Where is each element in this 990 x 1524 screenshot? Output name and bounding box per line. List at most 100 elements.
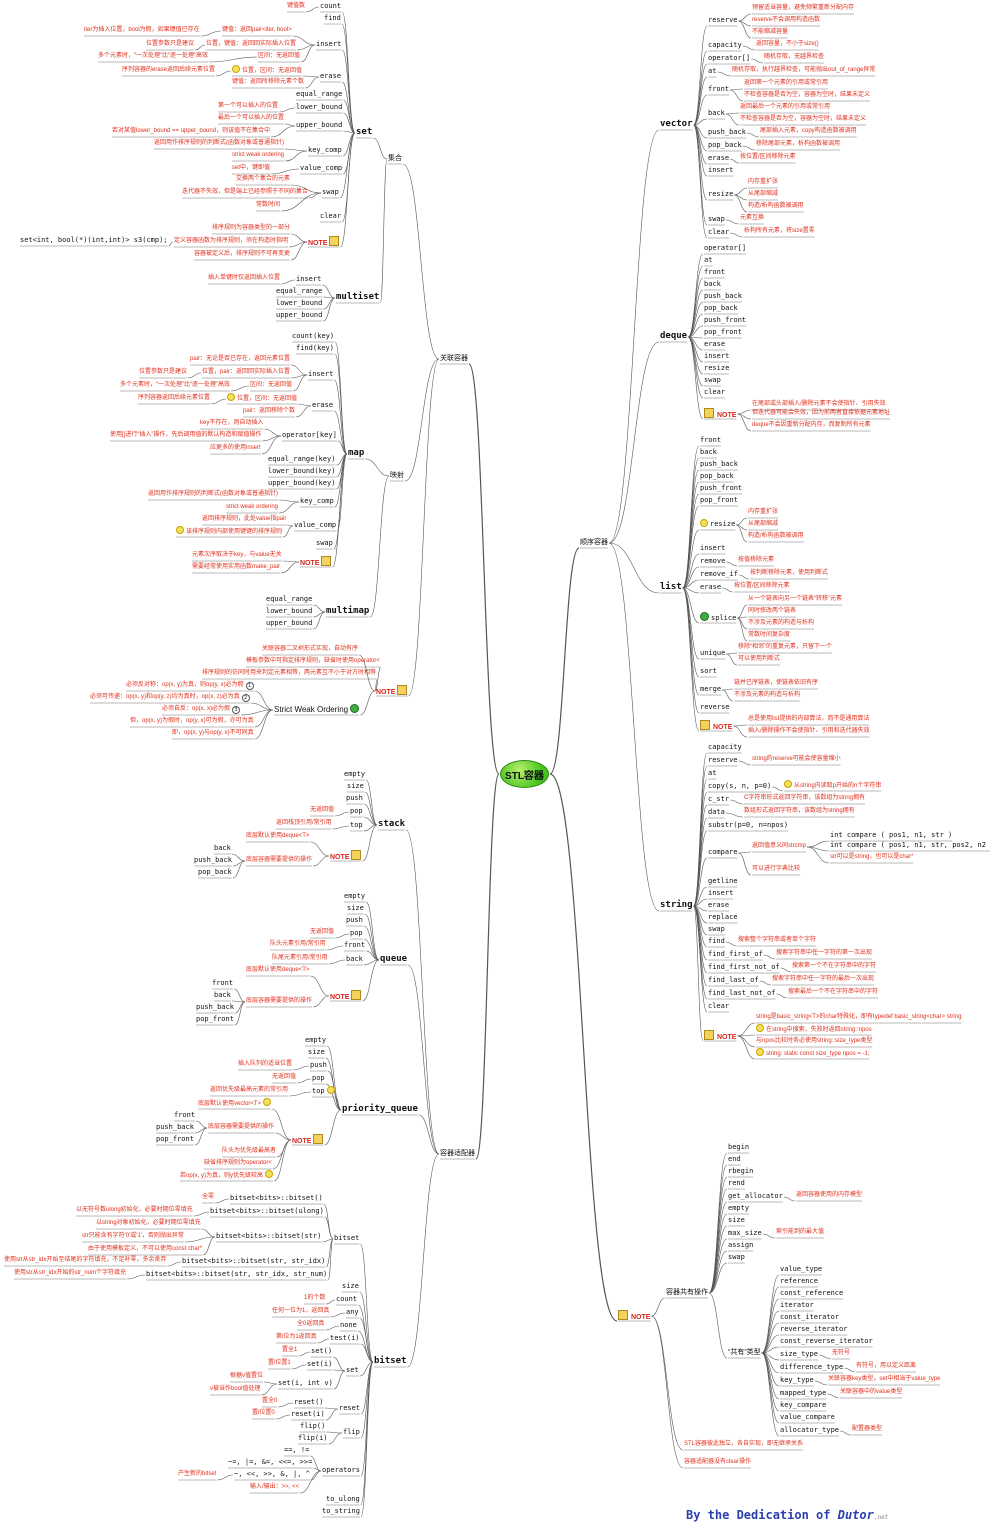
node-text: push: [346, 916, 363, 924]
node-queue[interactable]: queue: [380, 954, 407, 965]
node-text: list: [660, 582, 682, 592]
connector-m-vcn2: [282, 525, 294, 538]
node-text: pop: [312, 1074, 325, 1082]
connector-st2-res: [693, 765, 708, 907]
node-a-sw[interactable]: Strict Weak Ordering: [274, 704, 360, 715]
tip-bulb-icon: [756, 1048, 764, 1056]
connector-r-note: [549, 773, 618, 1322]
node-v-pb: push_back: [708, 127, 746, 138]
connector-ty14n: [840, 1430, 852, 1436]
tip-bulb-icon: [326, 1086, 335, 1094]
node-mset[interactable]: multiset: [336, 292, 379, 303]
node-map[interactable]: map: [348, 448, 364, 459]
node-text: upper_bound: [296, 121, 343, 129]
node-st-note[interactable]: NOTE: [330, 850, 362, 863]
node-d-pb: push_back: [704, 291, 742, 302]
node-pq-topn: 返回优先级最高元素的常引用: [210, 1085, 288, 1096]
connector-b-ops: [360, 1361, 374, 1477]
connector-m-vc: [336, 453, 348, 532]
connector-r-nt2: [651, 1315, 684, 1451]
node-text: STL容器彼此独立，各自实现，即无继承关系: [684, 1441, 804, 1447]
node-q-frontn: 队头元素引用/常引用: [270, 939, 326, 950]
node-st2-note[interactable]: NOTE: [704, 1030, 736, 1043]
connector-v-front: [693, 94, 708, 126]
connector-s-er1: [303, 75, 320, 78]
node-text: 但迭代器可能会失效，因为前两者直接依据元素地址: [752, 410, 891, 416]
node-a-note[interactable]: NOTE: [376, 685, 408, 698]
node-text: 区间：无返回值: [258, 53, 301, 59]
connector-m-ins2a: [188, 372, 202, 379]
node-string[interactable]: string: [660, 900, 693, 911]
connector-ty5: [761, 1322, 780, 1354]
connector-ms-insn: [281, 279, 296, 285]
node-text: 构造/析构函数被调用: [748, 203, 804, 209]
node-text: pop_back: [704, 304, 738, 312]
node-d-erase: erase: [704, 339, 725, 350]
node-set-g[interactable]: 集合: [388, 153, 402, 164]
node-l-erase: erase: [700, 582, 721, 593]
node-r-note[interactable]: NOTE: [618, 1310, 650, 1323]
node-list[interactable]: list: [660, 582, 682, 593]
node-s-erase: erase: [320, 71, 341, 82]
node-v-bk2: 不检查容器是否为空，容器为空时，结果未定义: [740, 114, 866, 125]
node-set[interactable]: set: [356, 127, 372, 138]
connector-b-c5n: [127, 1274, 146, 1280]
node-vector[interactable]: vector: [660, 119, 693, 130]
node-text: pair：返回移除个数: [243, 408, 296, 414]
node-text: remove_if: [700, 570, 738, 578]
connector-ty9n: [844, 1367, 856, 1373]
node-text: insert: [296, 275, 322, 283]
node-text: erase: [708, 901, 730, 909]
node-adapt[interactable]: 容器适配器: [440, 1148, 475, 1159]
node-stack[interactable]: stack: [378, 819, 405, 830]
connector-st-nt2: [312, 855, 330, 867]
node-pq-note[interactable]: NOTE: [292, 1134, 324, 1147]
node-m-note[interactable]: NOTE: [300, 556, 332, 569]
node-common[interactable]: 容器共有操作: [666, 1287, 708, 1298]
connector-v-at: [693, 76, 708, 126]
node-text: 若op(x, y)为真，则y优先级较高: [180, 1173, 264, 1179]
node-m-kcn1: 返回用作排序规则的判断式(函数对象或普通指针): [148, 489, 278, 500]
node-text: find(key): [296, 344, 334, 352]
node-assoc[interactable]: 关联容器: [440, 353, 468, 364]
connector-l-note: [682, 587, 700, 732]
node-bitset[interactable]: bitset: [374, 1356, 407, 1367]
tip-bulb-icon: [227, 393, 235, 401]
node-text: 无返回值: [310, 807, 335, 813]
node-text: flip: [343, 1428, 360, 1436]
node-st-o3: pop_back: [198, 867, 232, 878]
node-m-nt2: 需要经常使用实用函数make_pair: [192, 562, 280, 573]
node-text: 在string中搜索，失败时返回string::npos: [766, 1027, 872, 1033]
node-text: at: [708, 769, 717, 777]
node-m-find: find(key): [296, 343, 334, 354]
node-map-g[interactable]: 映射: [390, 470, 404, 481]
node-l-note[interactable]: NOTE: [700, 720, 732, 733]
node-text: 定义容器函数为排序规则，须在构造时指明: [174, 238, 289, 244]
node-text: 不涉及元素的构造与析构: [734, 692, 801, 698]
node-d-note[interactable]: NOTE: [704, 408, 736, 421]
node-deque[interactable]: deque: [660, 331, 687, 342]
connector-ty7: [761, 1346, 780, 1354]
connector-d-pf: [688, 325, 704, 338]
connector-a-note: [408, 358, 440, 697]
node-pq[interactable]: priority_queue: [342, 1104, 418, 1115]
node-text: front: [344, 941, 366, 949]
node-ty11: mapped_type: [780, 1388, 826, 1399]
node-text: to_ulong: [326, 1495, 360, 1503]
node-b-rs2: reset(i): [291, 1409, 325, 1420]
node-text: clear: [708, 1002, 730, 1010]
node-m-ub: upper_bound(key): [268, 478, 335, 489]
node-q-note[interactable]: NOTE: [330, 990, 362, 1003]
node-text: count: [320, 2, 342, 10]
root-node-stl[interactable]: STL容器: [500, 760, 549, 788]
node-st-nt2: 底层容器需要提供的操作: [246, 855, 312, 866]
node-text: NOTE: [376, 689, 396, 696]
connector-st2-copyn: [772, 786, 784, 792]
node-seq[interactable]: 顺序容器: [580, 537, 608, 548]
connector-l-rmifn: [738, 574, 750, 580]
node-types[interactable]: “共有”类型: [728, 1347, 761, 1358]
node-mmap[interactable]: multimap: [326, 606, 369, 617]
node-s-note[interactable]: NOTE: [308, 236, 340, 249]
connector-b-op4: [299, 1470, 322, 1494]
node-l-remove: remove: [700, 556, 725, 567]
